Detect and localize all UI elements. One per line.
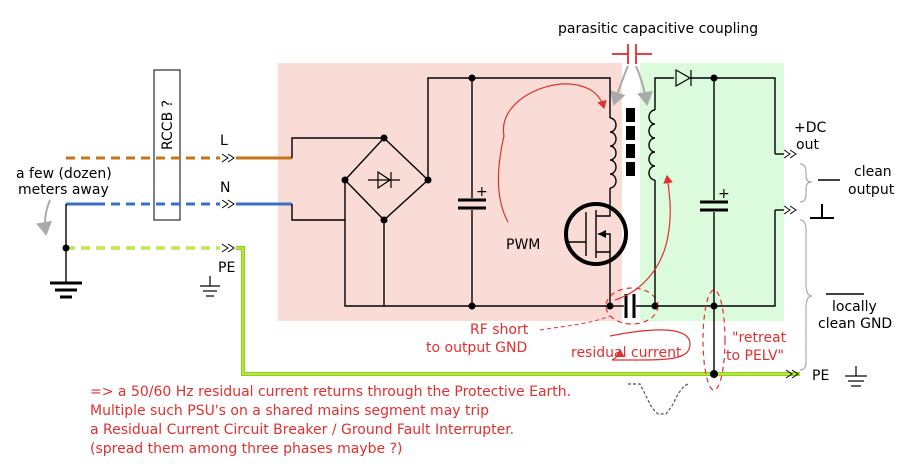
coupling-label: parasitic capacitive coupling	[558, 21, 758, 37]
rf-short-label-1: RF short	[470, 322, 529, 338]
pwm-label: PWM	[506, 237, 540, 253]
parasitic-capacitor-icon	[612, 44, 652, 64]
gnd-out-connector-icon	[783, 205, 797, 215]
N-label: N	[220, 180, 230, 196]
earth-ground-icon-right	[845, 366, 867, 387]
L-label: L	[220, 133, 228, 149]
PE-connector-icon	[221, 243, 235, 253]
locally-clean-label-2: clean GND	[818, 316, 892, 332]
primary-current-loop-arrow	[502, 83, 607, 137]
note-line-4: (spread them among three phases maybe ?)	[90, 441, 403, 457]
PE-label-left: PE	[218, 260, 235, 276]
rccb-label: RCCB ?	[160, 100, 176, 150]
secondary-current-arrow	[614, 174, 673, 301]
secondary-winding	[648, 109, 656, 181]
secondary-side-zone	[640, 63, 784, 321]
mosfet-body	[564, 202, 628, 266]
residual-current-label: residual current	[571, 345, 682, 361]
gnd-brace	[799, 219, 813, 371]
PE-label-right: PE	[812, 368, 829, 384]
output-ground-icon	[810, 204, 834, 219]
retreat-label-2: to PELV"	[726, 348, 784, 364]
plus-dc-label-1: +DC	[794, 120, 827, 136]
PE-right-connector-icon	[785, 369, 799, 379]
note-line-3: a Residual Current Circuit Breaker / Gro…	[90, 422, 514, 438]
clean-output-label-1: clean	[854, 164, 892, 180]
earth-ground-icon-left	[50, 281, 82, 299]
residual-current-arrow	[609, 329, 691, 361]
rf-short-label-2: to output GND	[426, 340, 527, 356]
coupling-arrow-left	[610, 65, 629, 106]
cap-secondary-plus: +	[718, 186, 730, 202]
N-connector-icon	[221, 199, 235, 209]
primary-winding	[609, 117, 617, 189]
coupling-arrow-right	[635, 65, 653, 106]
cap-primary-plus: +	[476, 184, 488, 200]
coupling-current-arrow	[497, 135, 509, 223]
rf-short-leader	[539, 315, 611, 331]
note-line-1: => a 50/60 Hz residual current returns t…	[90, 384, 571, 400]
few-meters-label-2: meters away	[18, 182, 109, 198]
note-line-2: Multiple such PSU's on a shared mains se…	[90, 403, 489, 419]
residual-waveform	[628, 383, 689, 415]
dc-out-connector-icon	[783, 149, 797, 159]
output-brace	[799, 163, 813, 203]
plus-dc-label-2: out	[796, 137, 819, 153]
locally-clean-label-1: locally	[832, 299, 877, 315]
rccb-box	[153, 69, 181, 221]
primary-side-zone	[278, 63, 622, 321]
diode-icon-bridge	[368, 170, 400, 190]
retreat-label-1: "retreat	[732, 330, 787, 346]
few-meters-arrow	[36, 199, 52, 236]
transformer-core	[626, 108, 635, 176]
pelv-highlight	[702, 289, 726, 391]
clean-output-label-2: output	[848, 182, 895, 198]
L-connector-icon	[221, 153, 235, 163]
earth-ground-icon-pe	[200, 276, 220, 297]
few-meters-label-1: a few (dozen)	[16, 166, 112, 182]
